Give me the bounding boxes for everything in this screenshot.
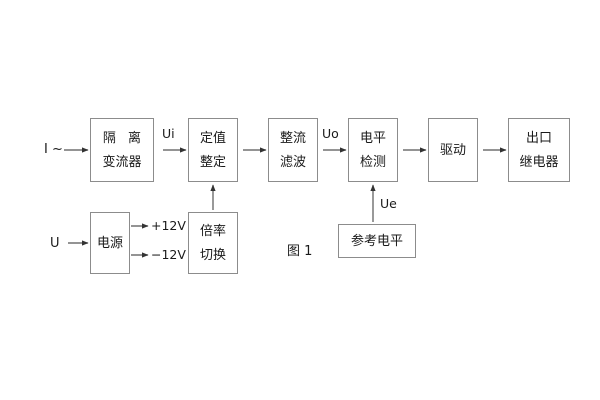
block-isolation-ct: 隔 离 变流器 <box>90 118 154 182</box>
block-output-relay: 出口 继电器 <box>508 118 570 182</box>
signal-label-ue: Ue <box>380 196 397 211</box>
block-driver-line-1: 驱动 <box>439 142 466 158</box>
block-level-detect: 电平 检测 <box>348 118 398 182</box>
block-ratio-switch-line-2: 切换 <box>199 247 226 263</box>
block-power-supply: 电源 <box>90 212 130 274</box>
block-rectifier-filter-line-2: 滤波 <box>279 154 306 170</box>
block-setting-line-1: 定值 <box>199 130 226 146</box>
input-label-voltage: U <box>50 236 60 251</box>
block-rectifier-filter: 整流 滤波 <box>268 118 318 182</box>
block-isolation-ct-line-1: 隔 离 <box>102 130 146 146</box>
block-level-detect-line-1: 电平 <box>359 130 386 146</box>
block-setting-line-2: 整定 <box>199 154 226 170</box>
block-level-detect-line-2: 检测 <box>359 154 386 170</box>
block-ratio-switch-line-1: 倍率 <box>199 223 226 239</box>
block-driver: 驱动 <box>428 118 478 182</box>
block-reference-level-line-1: 参考电平 <box>350 233 403 249</box>
block-setting: 定值 整定 <box>188 118 238 182</box>
rail-label-positive: +12V <box>151 218 186 233</box>
block-power-supply-line-1: 电源 <box>96 235 123 251</box>
block-rectifier-filter-line-1: 整流 <box>279 130 306 146</box>
block-ratio-switch: 倍率 切换 <box>188 212 238 274</box>
block-isolation-ct-line-2: 变流器 <box>102 154 142 170</box>
block-reference-level: 参考电平 <box>338 224 416 258</box>
signal-label-uo: Uo <box>322 126 339 141</box>
figure-caption: 图 1 <box>287 244 313 259</box>
rail-label-negative: −12V <box>151 247 186 262</box>
input-label-current: I ~ <box>44 142 63 157</box>
signal-label-ui: Ui <box>162 126 175 141</box>
block-output-relay-line-2: 继电器 <box>519 154 559 170</box>
block-output-relay-line-1: 出口 <box>525 130 552 146</box>
